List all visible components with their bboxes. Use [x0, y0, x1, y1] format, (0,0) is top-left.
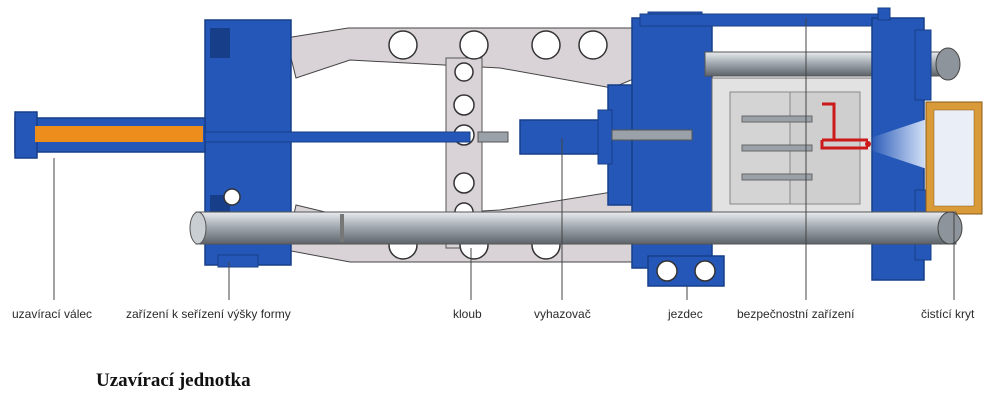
label-safety-device: bezpečnostní zařízení	[737, 307, 855, 321]
lower-tie-bar	[189, 211, 963, 245]
top-frame-bar	[639, 13, 891, 27]
hot-runner	[820, 102, 868, 150]
label-mold-height-device: zařízení k seřízení výšky formy	[126, 307, 291, 321]
mould	[711, 77, 879, 219]
piston-rod	[204, 131, 471, 143]
labels: uzavírací válec zařízení k seřízení výšk…	[12, 307, 975, 321]
cylinder-core	[35, 126, 203, 142]
slide	[647, 255, 725, 287]
spray-cone	[870, 118, 930, 170]
leader-lines	[53, 18, 955, 300]
toggle-pins	[388, 30, 608, 260]
closing-cylinder	[14, 111, 206, 159]
label-ejector: vyhazovač	[534, 307, 591, 321]
label-closing-cylinder: uzavírací válec	[12, 307, 92, 321]
ejector	[519, 109, 693, 165]
label-cleaning-cover: čistící kryt	[921, 307, 975, 321]
diagram-caption: Uzavírací jednotka	[96, 370, 251, 391]
cleaning-cover	[925, 101, 983, 215]
label-toggle-joint: kloub	[453, 307, 482, 321]
label-slide: jezdec	[667, 307, 703, 321]
